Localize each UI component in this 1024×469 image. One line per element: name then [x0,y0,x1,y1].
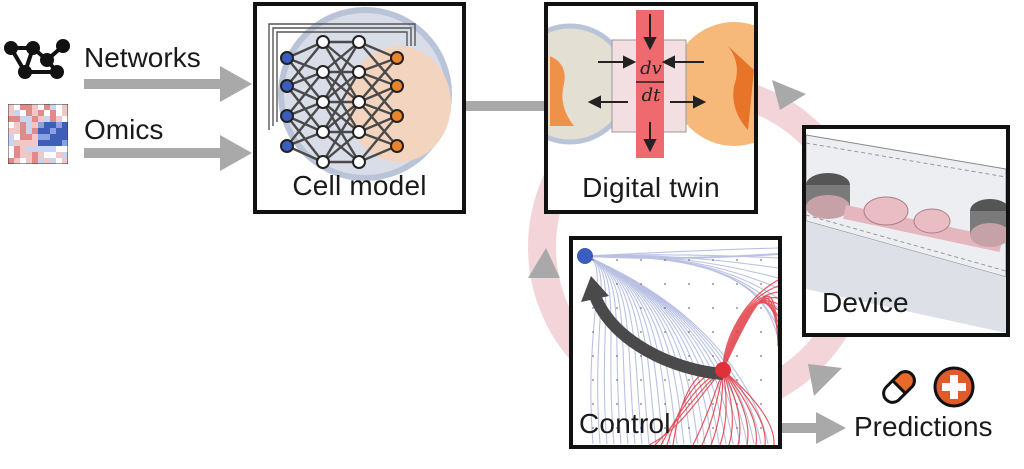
blue-streamline [584,255,650,445]
blue-streamline [584,255,636,445]
blue-streamline [584,255,755,445]
equation-denominator: dt [641,85,661,106]
network-node [352,95,366,109]
red-streamline [722,295,778,371]
network-node [280,109,294,123]
omics-label: Omics [84,114,164,145]
network-node [390,79,404,93]
network-node [390,109,404,123]
blue-streamline [584,255,727,445]
chamber-well [806,173,850,219]
chamber-2 [913,208,951,234]
blue-streamline [584,255,706,445]
cycle-arrowhead-left [528,248,560,278]
networks-arrow [84,66,252,102]
chamber-1 [863,196,909,226]
feedback-loops [268,23,416,130]
cycle-arrowhead-bottom-right [808,364,842,396]
blue-streamline [584,255,720,445]
omics-heatmap-icon [8,104,68,164]
outlet-well [970,199,1006,247]
network-node [352,35,366,49]
red-streamline [722,285,778,371]
neural-network-illustration [268,7,452,181]
control-panel: Control [569,236,782,449]
network-node [390,139,404,153]
digital-twin-panel: dv dt Digital twin [544,2,758,214]
pill-icon [882,370,916,404]
network-node [316,65,330,79]
control-label: Control [579,408,671,439]
cellmodel-to-twin-connector [466,101,548,111]
device-panel: Device [802,125,1010,337]
network-node [280,79,294,93]
blue-streamline [584,255,643,445]
cell-model-label: Cell model [292,170,427,201]
blue-streamline [584,255,678,445]
network-node [280,51,294,65]
control-trajectory-arrow [589,293,724,380]
network-node [316,95,330,109]
blue-streamline [584,255,713,445]
blue-streamline [584,255,748,445]
red-streamline [722,279,778,371]
control-arrowhead [581,276,609,302]
flux-arrows [587,14,707,153]
target-state-node [577,248,593,264]
predictions-arrow [782,412,846,444]
network-node [316,125,330,139]
network-node [390,51,404,65]
digital-twin-illustration [548,10,754,158]
blue-streamline [584,255,629,445]
network-node [316,155,330,169]
blue-streamline [584,255,664,445]
network-node [316,35,330,49]
streamline-phase-portrait [577,247,778,445]
network-node [352,65,366,79]
digital-twin-label: Digital twin [582,172,720,203]
device-label: Device [822,287,909,318]
cell-nucleus [347,46,451,162]
blue-streamline [584,255,741,445]
equation-numerator: dv [640,58,662,79]
blue-streamline [584,255,762,445]
network-node [352,155,366,169]
cycle-arrowhead-top-right [772,80,806,110]
initial-state-node [715,362,731,378]
cell-model-panel: Cell model [253,2,466,214]
blue-streamline [584,255,657,445]
blue-streamline [584,255,734,445]
blue-streamline [584,255,671,445]
predictions-label: Predictions [854,411,993,442]
blue-streamline [584,255,699,445]
omics-arrow [84,135,252,171]
network-node [280,139,294,153]
blue-streamline [584,255,622,445]
microfluidic-device-illustration [806,134,1006,333]
networks-label: Networks [84,42,201,73]
network-graph-icon [4,39,70,79]
medical-cross-icon [933,366,975,408]
blue-streamline [584,255,615,445]
network-node [352,125,366,139]
